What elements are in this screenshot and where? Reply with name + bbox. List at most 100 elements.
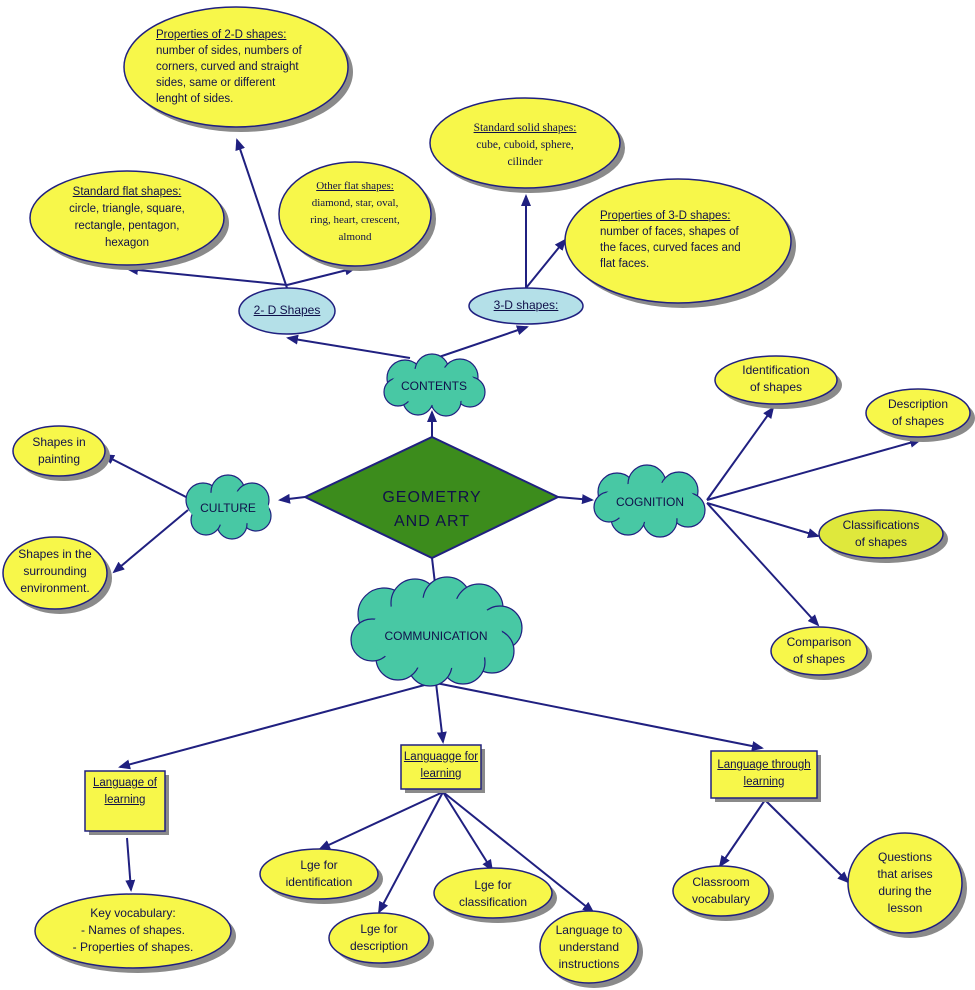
text-comparison-line: of shapes — [792, 652, 846, 666]
edge-contents-3d — [435, 325, 529, 359]
text-3d-properties-title: Properties of 3-D shapes: — [600, 210, 731, 222]
text-2d-properties-line: lenght of sides. — [156, 93, 234, 105]
edge-3d-properties — [525, 238, 567, 289]
text-lge-identification-line: Lge for — [300, 858, 338, 872]
edge-comm-language-through — [435, 682, 764, 751]
node-3d-shapes — [468, 287, 584, 325]
text-environment-line: surrounding — [23, 564, 87, 578]
node-lge-description — [328, 912, 430, 964]
text-lge-identification: Lge for identification — [264, 857, 374, 891]
text-2d-properties-line: sides, same or different — [156, 77, 276, 89]
text-lge-instructions-line: understand — [558, 940, 620, 954]
node-questions — [847, 832, 963, 934]
connectors — [102, 138, 922, 914]
edge-center-culture — [278, 493, 306, 504]
text-language-for-line: Languagge for — [403, 751, 479, 763]
text-classifications-line: of shapes — [854, 535, 908, 549]
oval-2d-text: 2- D Shapes — [253, 303, 321, 317]
box-language-for — [400, 744, 482, 790]
text-standard-flat-line: rectangle, pentagon, — [74, 220, 180, 232]
text-3d-properties-line: flat faces. — [600, 258, 650, 270]
text-other-flat-line: diamond, star, oval, — [311, 197, 399, 209]
text-key-vocab-line: - Names of shapes. — [80, 923, 186, 937]
edge-2d-properties — [235, 138, 288, 289]
text-2d-properties-line: number of sides, numbers of — [156, 45, 302, 57]
oval-2d-label: 2- D Shapes — [241, 302, 333, 319]
text-lge-instructions-line: instructions — [558, 957, 620, 971]
text-language-for-line: learning — [420, 768, 462, 780]
text-language-of-line: Language of — [93, 777, 157, 789]
text-standard-flat-line: hexagon — [104, 237, 150, 249]
edge-langthrough-classroom — [718, 799, 766, 868]
cloud-communication — [350, 576, 523, 687]
node-lge-classification — [433, 867, 553, 919]
edge-cognition-identification — [706, 406, 775, 501]
center-diamond — [302, 435, 561, 560]
edge-langfor-identification — [318, 791, 444, 850]
node-key-vocab — [34, 893, 232, 969]
text-environment-line: environment. — [20, 581, 90, 595]
text-key-vocab: Key vocabulary: - Names of shapes. - Pro… — [43, 905, 223, 956]
text-language-through-line: learning — [743, 776, 785, 788]
edge-langfor-classification — [442, 791, 494, 872]
text-other-flat-line: almond — [338, 231, 372, 243]
node-2d-properties — [123, 6, 349, 128]
text-lge-description-line: Lge for — [360, 922, 398, 936]
node-3d-properties — [564, 178, 792, 304]
text-language-for: Languagge for learning — [401, 749, 481, 783]
text-3d-properties-line: the faces, curved faces and — [600, 242, 741, 254]
hub-communication-label: COMMUNICATION — [384, 629, 488, 643]
node-environment — [2, 536, 108, 610]
text-standard-solid-title: Standard solid shapes: — [473, 122, 577, 134]
center-title-line1: GEOMETRY — [382, 489, 482, 506]
cloud-culture — [185, 474, 272, 540]
node-standard-flat — [29, 170, 225, 266]
edge-langfor-description — [378, 791, 444, 914]
node-identification — [714, 355, 838, 405]
text-identification-line: of shapes — [749, 380, 803, 394]
text-other-flat-line: ring, heart, crescent, — [310, 214, 400, 226]
node-lge-identification — [259, 848, 379, 900]
text-language-through-line: Language through — [717, 759, 811, 771]
text-lge-description-line: description — [349, 939, 409, 953]
text-painting-line: painting — [37, 452, 81, 466]
cloud-contents — [383, 353, 486, 417]
edge-langthrough-questions — [764, 799, 850, 884]
text-standard-flat-line: circle, triangle, square, — [69, 203, 185, 215]
text-questions-line: Questions — [877, 850, 933, 864]
hub-cognition-label: COGNITION — [616, 495, 684, 509]
text-classroom-line: vocabulary — [691, 892, 751, 906]
node-standard-solid — [429, 97, 621, 189]
edge-contents-2d — [286, 334, 411, 359]
text-questions-line: that arises — [877, 867, 933, 881]
edge-culture-environment — [112, 509, 189, 574]
hub-culture-label: CULTURE — [200, 501, 256, 515]
text-description-line: of shapes — [891, 414, 945, 428]
text-2d-properties: Properties of 2-D shapes: number of side… — [156, 27, 302, 107]
node-lge-instructions — [539, 910, 639, 984]
center-title-line2: AND ART — [393, 513, 471, 530]
text-language-of: Language of learning — [85, 775, 165, 809]
text-standard-flat: Standard flat shapes: circle, triangle, … — [40, 184, 214, 252]
text-painting-line: Shapes in — [32, 435, 86, 449]
text-other-flat-title-wrap: Other flat shapes: — [287, 178, 423, 195]
text-lge-identification-line: identification — [285, 875, 353, 889]
edge-2d-standard — [126, 265, 288, 286]
text-3d-properties-line: number of faces, shapes of — [600, 226, 739, 238]
oval-3d-text: 3-D shapes: — [493, 298, 559, 312]
box-language-through — [710, 750, 818, 799]
text-standard-solid-line: cube, cuboid, sphere, — [476, 139, 574, 151]
node-2d-shapes — [238, 287, 336, 335]
node-classroom — [672, 865, 770, 917]
text-other-flat-title: Other flat shapes: — [316, 180, 394, 192]
text-questions-line: during the — [878, 884, 932, 898]
text-comparison: Comparison of shapes — [771, 634, 867, 668]
text-identification-line: Identification — [742, 363, 810, 377]
oval-3d-label: 3-D shapes: — [472, 297, 580, 314]
node-classifications — [818, 509, 944, 559]
edge-langof-key — [125, 837, 136, 892]
text-description-line: Description — [887, 397, 949, 411]
text-2d-properties-line: corners, curved and straight — [156, 61, 299, 73]
text-comparison-line: Comparison — [786, 635, 852, 649]
